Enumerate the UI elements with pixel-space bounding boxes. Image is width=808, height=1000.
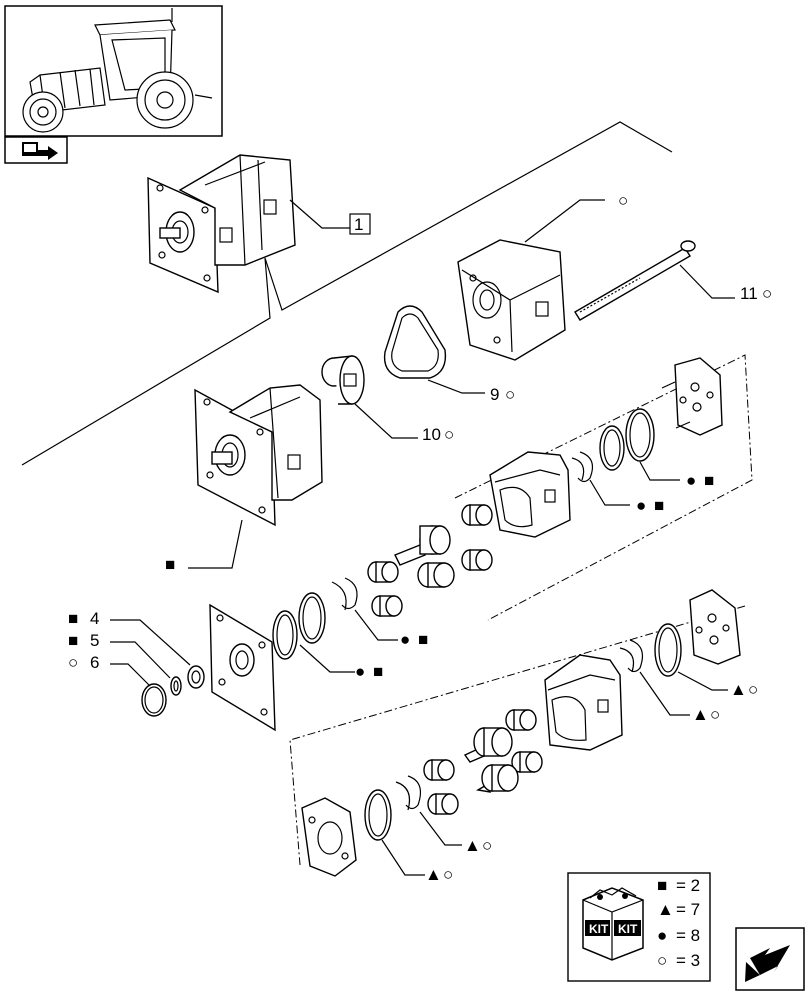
callout-lower-seal-triangle: ▲ [730,680,747,699]
callout-lower-seal-circle: ○ [748,680,758,699]
pump-body-lower[interactable] [544,654,623,751]
callout-11: 11 [740,284,758,303]
bushing-upper-a[interactable] [461,504,493,526]
callout-9-symbol: ○ [505,385,515,404]
rear-cover-lower[interactable] [689,589,741,665]
callout-4: 4 [90,609,99,628]
kit-row-3-eq: = 3 [676,951,700,970]
front-flange[interactable] [209,603,276,732]
callout-5: 5 [90,631,99,650]
triangular-seal[interactable] [383,305,447,379]
callout-lower-clip-triangle: ▲ [692,705,709,724]
kit-row-3-symbol: ○ [657,951,667,970]
clip-lower-a[interactable] [619,639,643,673]
kit-row-1-symbol: ▲ [657,900,674,919]
kit-legend: KIT KIT ■ = 2 ▲ = 7 ● = 8 ○ = 3 [567,872,711,982]
callout-6-symbol: ○ [68,653,78,672]
kit-row-2-symbol: ● [657,926,667,945]
callout-front-pump-symbol: ■ [165,555,175,574]
drive-gear-lower[interactable] [463,727,513,763]
kit-row-1-eq: = 7 [676,900,700,919]
o-ring-6[interactable] [141,683,167,717]
callout-middle-clip-square: ■ [418,630,428,649]
seal-ring-upper-a[interactable] [625,408,655,462]
callout-lower-clip2-triangle: ▲ [464,836,481,855]
callout-upper-clip-dot: ● [636,496,646,515]
callout-upper-seal-dot: ● [686,471,696,490]
callout-lower-seal2-circle: ○ [443,865,453,884]
upper-kit-boundary [454,354,753,621]
snap-ring-5[interactable] [170,676,182,696]
callout-lower-clip-circle: ○ [710,705,720,724]
callout-6: 6 [90,653,99,672]
callout-middle-clip-dot: ● [400,630,410,649]
kit-row-0-eq: = 2 [676,876,700,895]
callout-10: 10 [422,425,441,444]
callout-5-symbol: ■ [68,631,78,650]
kit-row-0-symbol: ■ [657,876,667,895]
clip-lower-b[interactable] [395,775,421,811]
tractor-icon [22,8,213,133]
bushing-upper-d[interactable] [371,595,403,617]
seal-ring-upper-b[interactable] [599,425,625,471]
kit-badge-left: KIT [589,922,609,936]
callout-middle-seal-dot: ● [355,662,365,681]
coupling-sleeve[interactable] [321,355,365,405]
kit-badge-right: KIT [618,922,638,936]
kit-box-icon: KIT KIT [582,887,644,961]
callout-upper-clip-square: ■ [654,496,664,515]
bushing-lower-a[interactable] [505,709,537,731]
pump-housing-top[interactable] [457,239,566,361]
callout-lower-seal2-triangle: ▲ [425,865,442,884]
callout-1: 1 [354,215,363,234]
bushing-upper-b[interactable] [461,549,493,571]
callout-4-symbol: ■ [68,609,78,628]
bushing-upper-c[interactable] [367,561,399,583]
tie-bolt[interactable] [574,240,696,321]
callout-top-housing-symbol: ○ [618,191,628,210]
pump-body-upper[interactable] [489,451,571,538]
driven-gear-lower[interactable] [476,764,519,793]
driven-gear-upper[interactable] [417,562,455,588]
callout-middle-seal-square: ■ [373,662,383,681]
callout-9: 9 [490,385,499,404]
seal-ring-middle-b[interactable] [272,610,298,660]
front-pump[interactable] [194,384,323,527]
seal-ring-lower-b[interactable] [364,789,392,841]
callout-lower-clip2-circle: ○ [482,836,492,855]
assembled-pump[interactable] [147,154,352,294]
bushing-lower-d[interactable] [427,793,459,815]
rear-cover-upper[interactable] [661,357,723,436]
seal-ring-middle-a[interactable] [298,592,326,644]
shaft-seal-4[interactable] [187,665,205,689]
seal-ring-lower-a[interactable] [654,623,682,677]
catalog-arrow-icon[interactable] [22,142,58,160]
assembly-frame-line [21,121,673,466]
callout-upper-seal-square: ■ [704,471,714,490]
tractor-thumbnail[interactable] [4,5,223,164]
kit-row-2-eq: = 8 [676,926,700,945]
front-cover-lower[interactable] [301,797,357,877]
callout-11-symbol: ○ [762,284,772,303]
clip-upper-a[interactable] [571,451,593,483]
next-page-arrow-icon[interactable] [735,927,805,991]
bushing-lower-b[interactable] [511,751,543,773]
bushing-lower-c[interactable] [423,759,455,781]
clip-middle-a[interactable] [331,577,358,611]
callout-10-symbol: ○ [444,425,454,444]
drive-gear-upper[interactable] [394,525,451,566]
